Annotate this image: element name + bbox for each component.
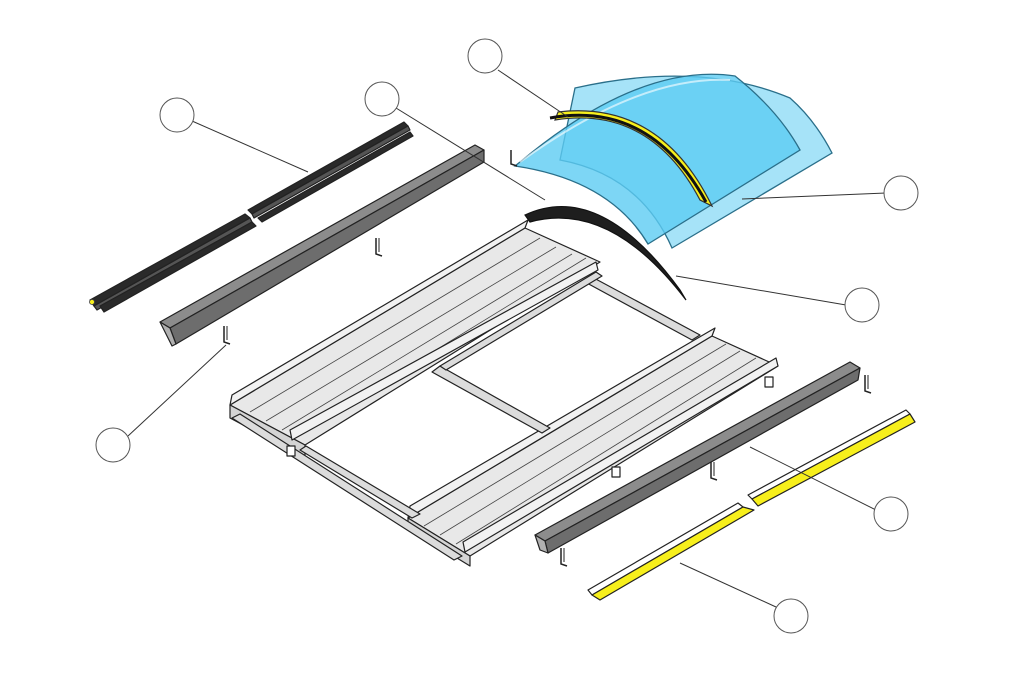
front-seal-strips <box>587 409 916 601</box>
callout-arched-panel <box>883 175 919 211</box>
callout-mounting-clip <box>95 427 131 463</box>
mounting-clip-icon <box>375 238 383 257</box>
callout-left-seal-strip <box>159 97 195 133</box>
callout-arch-rib <box>844 287 880 323</box>
callout-side-channel <box>364 81 400 117</box>
callout-front-seal-strip <box>773 598 809 634</box>
mounting-clips <box>223 150 872 567</box>
front-side-channel <box>534 361 861 554</box>
mounting-clip-icon <box>510 150 518 167</box>
frame-rail-front <box>299 445 421 519</box>
left-seal-strips <box>89 121 414 313</box>
callouts <box>95 38 919 634</box>
callout-front-channel <box>873 496 909 532</box>
frame-rail-left <box>231 413 463 561</box>
glazing-top-strip <box>554 110 714 208</box>
mounting-clip-icon <box>864 375 872 394</box>
arch-rib <box>524 206 687 301</box>
callout-glazing-top-strip <box>467 38 503 74</box>
mounting-clip-icon <box>560 548 568 567</box>
arched-glazing-panels <box>513 73 833 249</box>
base-frame <box>229 219 779 567</box>
frame-rail-middle <box>431 365 551 434</box>
callout-leaders <box>127 69 887 608</box>
mounting-clip-icon <box>710 462 718 481</box>
frame-rail-back <box>584 276 701 341</box>
mounting-clip-icon <box>223 326 231 345</box>
